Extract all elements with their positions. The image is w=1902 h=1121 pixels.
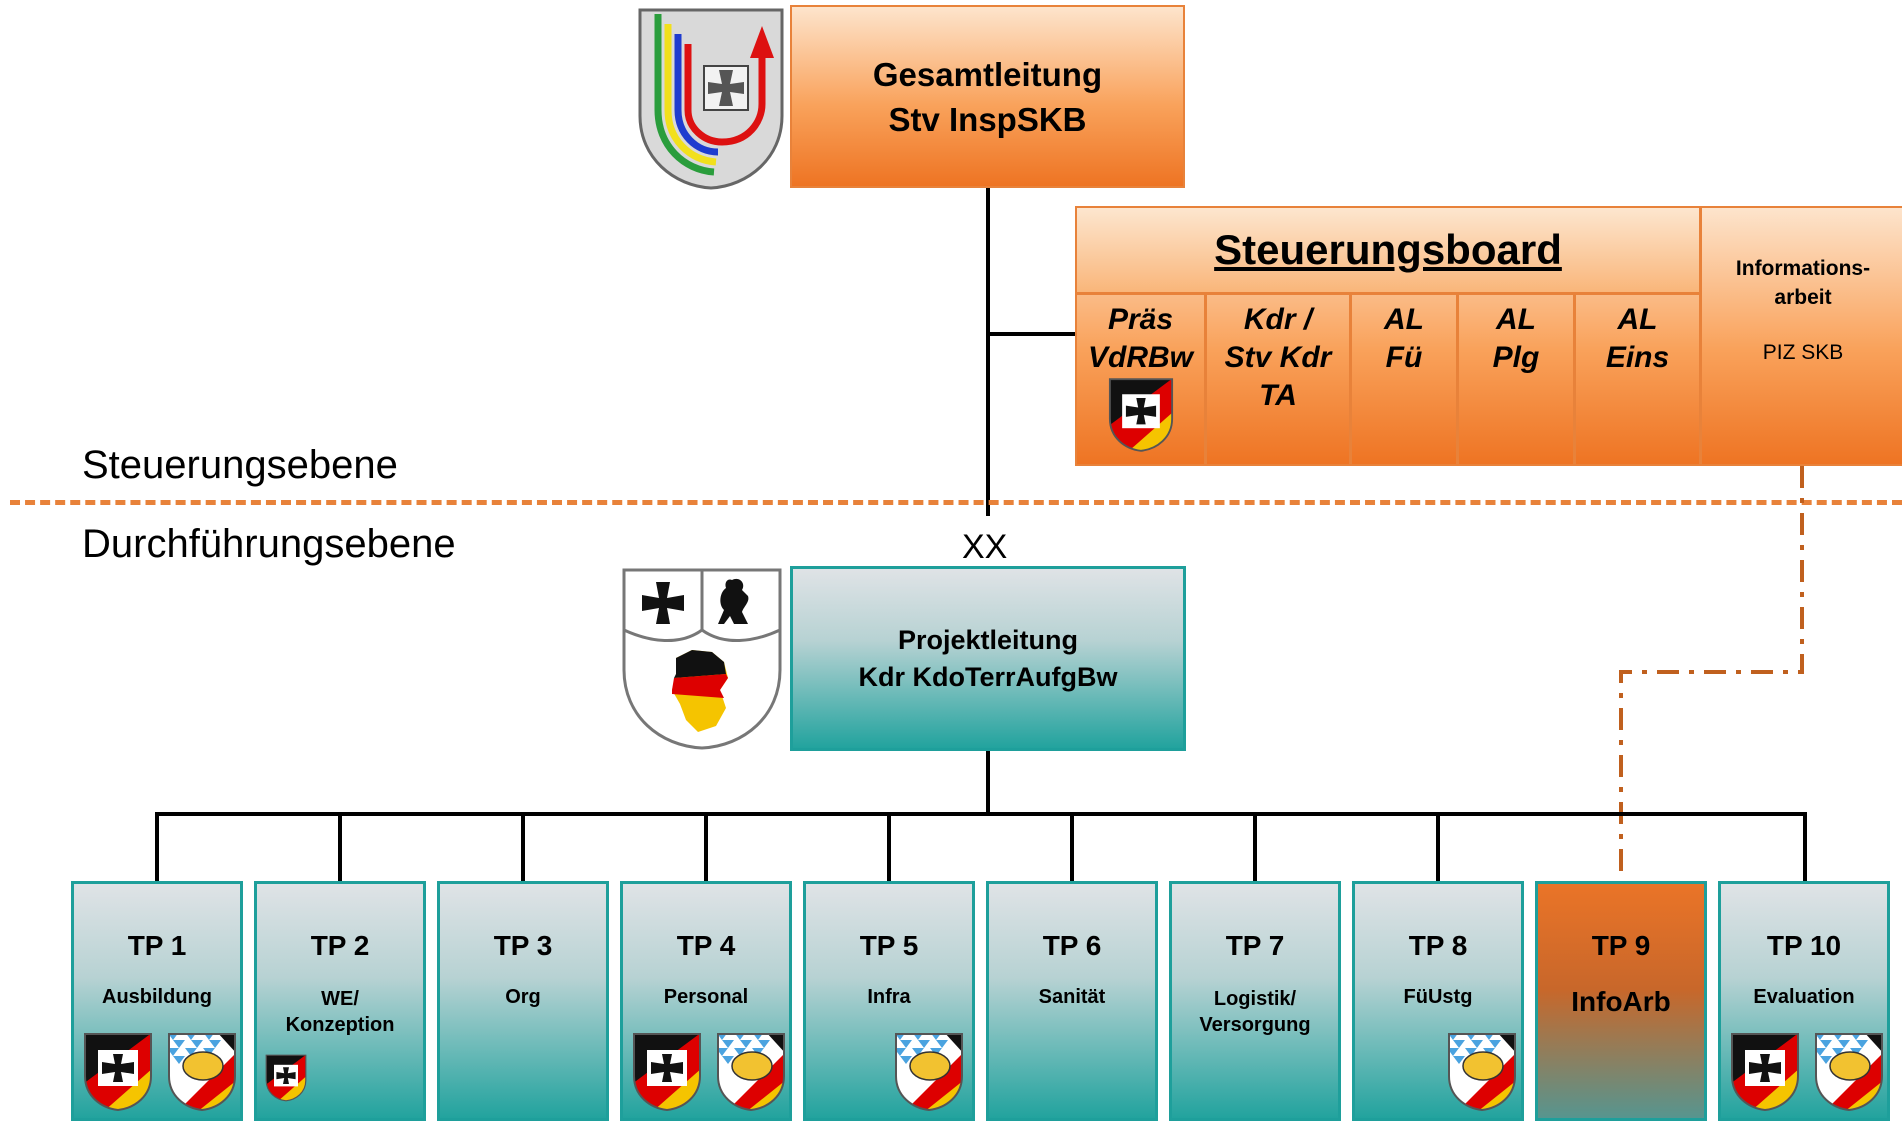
- board-member-line1: AL: [1496, 303, 1536, 336]
- german-shield-icon: [265, 1052, 307, 1104]
- board-member-line1: AL: [1384, 303, 1424, 336]
- german-shield-icon: [632, 1032, 702, 1112]
- gesamtleitung-box: Gesamtleitung Stv InspSKB: [790, 5, 1185, 188]
- connector-tp3: [521, 812, 525, 885]
- german-shield-icon: [83, 1032, 153, 1112]
- tp-8-box: TP 8 FüUstg: [1352, 881, 1524, 1121]
- bavarian-shield-icon: [716, 1032, 786, 1112]
- tp-subtitle-2: Konzeption: [285, 1014, 395, 1036]
- projektleitung-subtitle: Kdr KdoTerrAufgBw: [858, 661, 1118, 692]
- tp-3-box: TP 3 Org: [437, 881, 609, 1121]
- connector-project-vertical: [986, 751, 990, 814]
- tp-title: TP 9: [1591, 930, 1651, 961]
- tp-subtitle-2: Versorgung: [1199, 1014, 1311, 1036]
- informationsarbeit-title-2: arbeit: [1774, 286, 1832, 309]
- board-member-line1: AL: [1617, 303, 1658, 336]
- level-label-durchfuehrungsebene: Durchführungsebene: [82, 522, 456, 566]
- tp-title: TP 4: [676, 930, 736, 961]
- bavarian-shield-icon: [894, 1032, 964, 1112]
- connector-tp8: [1436, 812, 1440, 885]
- connector-tp-horizontal: [155, 812, 1807, 816]
- tp-subtitle: FüUstg: [1403, 986, 1473, 1008]
- tp-subtitle: Evaluation: [1753, 986, 1855, 1008]
- tp-title: TP 8: [1408, 930, 1468, 961]
- connector-tp10: [1803, 812, 1807, 885]
- tp-10-box: TP 10 Evaluation: [1718, 881, 1890, 1121]
- tp-6-box: TP 6 Sanität: [986, 881, 1158, 1121]
- bavarian-shield-icon: [167, 1032, 237, 1112]
- tp-subtitle: Personal: [663, 986, 749, 1008]
- level-divider: [10, 500, 1902, 505]
- board-member-al-fue: AL Fü: [1352, 295, 1459, 466]
- connector-top-vertical: [986, 188, 990, 516]
- tp-9-box: TP 9 InfoArb: [1535, 881, 1707, 1121]
- board-member-al-plg: AL Plg: [1459, 295, 1576, 466]
- steuerungsboard: Steuerungsboard Präs VdRBw Kdr / Stv Kdr…: [1075, 206, 1902, 466]
- bavarian-shield-icon: [1814, 1032, 1884, 1112]
- informationsarbeit-box: Informations- arbeit PIZ SKB: [1702, 208, 1902, 466]
- tp-1-box: TP 1 Ausbildung: [71, 881, 243, 1121]
- board-member-line3: TA: [1259, 379, 1297, 412]
- connector-tp1: [155, 812, 159, 885]
- skb-emblem: [636, 6, 786, 190]
- tp-title: TP 7: [1225, 930, 1285, 961]
- connector-tp2: [338, 812, 342, 885]
- tp-subtitle: WE/: [321, 988, 359, 1010]
- tp-4-box: TP 4 Personal: [620, 881, 792, 1121]
- connector-tp7: [1253, 812, 1257, 885]
- projektleitung-box: Projektleitung Kdr KdoTerrAufgBw: [790, 566, 1186, 751]
- tp-subtitle: Org: [505, 986, 541, 1008]
- tp-subtitle: Logistik/: [1213, 988, 1297, 1010]
- bavarian-shield-icon: [1447, 1032, 1517, 1112]
- board-member-line2: Eins: [1605, 341, 1670, 374]
- tp-title: TP 2: [310, 930, 370, 961]
- level-label-steuerungsebene: Steuerungsebene: [82, 443, 398, 487]
- connector-tp4: [704, 812, 708, 885]
- board-member-line2: Plg: [1492, 341, 1540, 374]
- tp-subtitle: Sanität: [1038, 986, 1106, 1008]
- tp-title: TP 10: [1766, 930, 1842, 961]
- board-member-line2: Fü: [1385, 341, 1423, 374]
- board-member-kdr: Kdr / Stv Kdr TA: [1207, 295, 1352, 466]
- tp-title: TP 5: [859, 930, 919, 961]
- xx-marker: XX: [962, 528, 1008, 566]
- german-shield-icon: [1730, 1032, 1800, 1112]
- tp-title: TP 3: [493, 930, 553, 961]
- connector-board: [986, 332, 1075, 336]
- tp-subtitle: InfoArb: [1571, 986, 1671, 1017]
- piz-skb-label: PIZ SKB: [1762, 341, 1844, 364]
- connector-tp6: [1070, 812, 1074, 885]
- tp-title: TP 6: [1042, 930, 1102, 961]
- steuerungsboard-header: Steuerungsboard: [1077, 208, 1702, 295]
- steuerungsboard-title: Steuerungsboard: [1214, 226, 1562, 273]
- board-member-al-eins: AL Eins: [1576, 295, 1702, 466]
- tp-subtitle: Infra: [867, 986, 911, 1008]
- gesamtleitung-subtitle: Stv InspSKB: [888, 100, 1087, 138]
- board-member-praes: Präs VdRBw: [1077, 295, 1207, 466]
- connector-tp5: [887, 812, 891, 885]
- tp-title: TP 1: [127, 930, 187, 961]
- board-member-line2: Stv Kdr: [1224, 341, 1332, 374]
- tp-5-box: TP 5 Infra: [803, 881, 975, 1121]
- tp-2-box: TP 2 WE/ Konzeption: [254, 881, 426, 1121]
- kdoterraufgbw-emblem: [620, 566, 784, 752]
- projektleitung-title: Projektleitung: [897, 624, 1079, 655]
- tp-subtitle: Ausbildung: [102, 986, 212, 1008]
- tp-7-box: TP 7 Logistik/ Versorgung: [1169, 881, 1341, 1121]
- board-member-line1: Kdr /: [1243, 303, 1313, 336]
- board-member-line2: VdRBw: [1088, 341, 1193, 374]
- gesamtleitung-title: Gesamtleitung: [872, 55, 1103, 93]
- board-member-line1: Präs: [1107, 303, 1174, 336]
- informationsarbeit-title-1: Informations-: [1735, 257, 1871, 280]
